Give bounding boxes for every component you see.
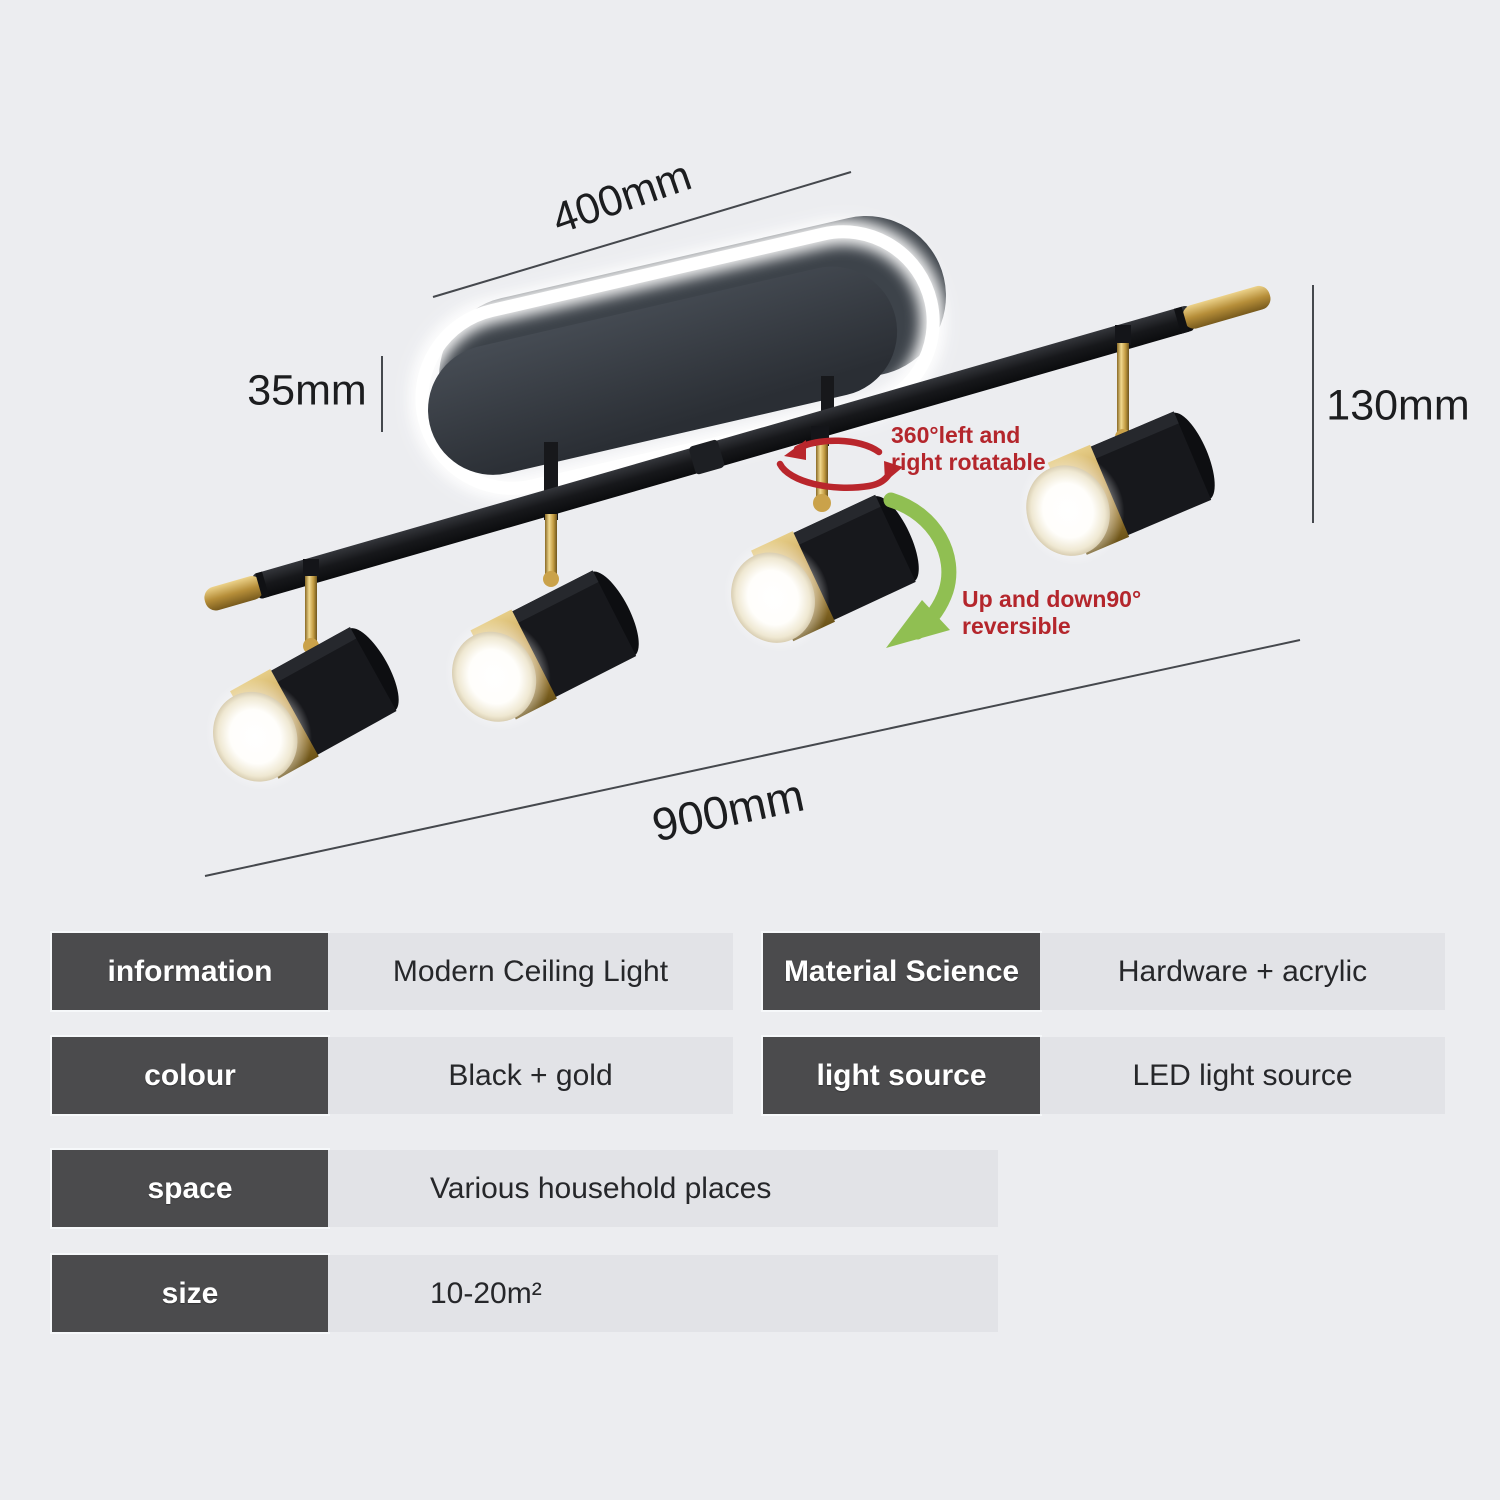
spec-value-information: Modern Ceiling Light (328, 933, 733, 1010)
spec-value-size: 10-20m² (328, 1255, 998, 1332)
track-end-cap-left (204, 576, 264, 611)
spec-value-colour: Black + gold (328, 1037, 733, 1114)
ceiling-light-illustration (185, 171, 1314, 877)
spec-label-material: Material Science (763, 933, 1040, 1010)
spec-value-space: Various household places (328, 1150, 998, 1227)
spotlight-4 (1001, 325, 1230, 582)
rotation-annotation: 360°left and right rotatable (891, 422, 1046, 476)
track-end-cap-right (1182, 285, 1271, 329)
rotation-arrow-icon (776, 437, 903, 491)
tilt-annotation: Up and down90° reversible (962, 586, 1141, 640)
tilt-annotation-line1: Up and down90° (962, 586, 1142, 612)
rotation-annotation-line1: 360°left and (891, 422, 1021, 448)
dimension-label-spot-height: 130mm (1326, 381, 1470, 430)
dimension-lines (204, 171, 1314, 877)
spec-label-space: space (52, 1150, 328, 1227)
spec-label-colour: colour (52, 1037, 328, 1114)
dimension-line-900mm (204, 639, 1301, 877)
tilt-arrow-icon (883, 492, 957, 648)
spotlight-1 (185, 559, 415, 810)
spec-label-information: information (52, 933, 328, 1010)
spec-value-material: Hardware + acrylic (1040, 933, 1445, 1010)
spotlight-2 (425, 514, 655, 750)
track-bar (204, 285, 1271, 611)
tilt-annotation-line2: reversible (962, 613, 1071, 639)
spec-value-light-source: LED light source (1040, 1037, 1445, 1114)
spec-label-size: size (52, 1255, 328, 1332)
dimension-label-plate-thickness: 35mm (247, 366, 367, 415)
rotation-annotation-line2: right rotatable (891, 449, 1046, 475)
dimension-line-400mm (432, 171, 852, 298)
spec-label-light-source: light source (763, 1037, 1040, 1114)
